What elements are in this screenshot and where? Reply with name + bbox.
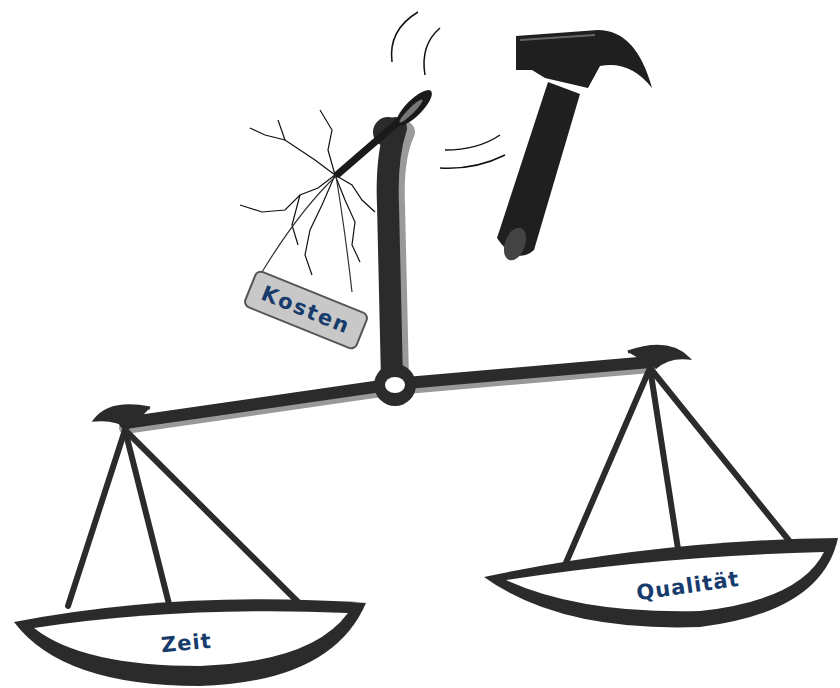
hook-left <box>95 406 150 428</box>
pan-label: Zeit <box>156 626 217 659</box>
hammer-handle-end <box>500 225 530 264</box>
hammer-head <box>516 30 652 88</box>
hammer-handle <box>497 82 580 256</box>
pan-right <box>484 538 838 627</box>
pan-left-inner <box>34 611 348 666</box>
pivot-hole <box>385 377 405 393</box>
stand-post <box>388 128 396 380</box>
tag-string <box>262 176 352 292</box>
node-label: Zeit <box>160 629 213 657</box>
pan-right-inner <box>506 552 824 611</box>
node-label: Kosten <box>258 281 354 338</box>
nail-head-shine <box>398 98 425 125</box>
hook-right <box>628 346 688 368</box>
hammer-highlight <box>520 35 595 40</box>
pivot <box>374 364 416 406</box>
crack-lines <box>240 110 375 275</box>
nail-head <box>391 85 436 130</box>
pan-left <box>14 599 366 686</box>
beam <box>125 362 650 423</box>
